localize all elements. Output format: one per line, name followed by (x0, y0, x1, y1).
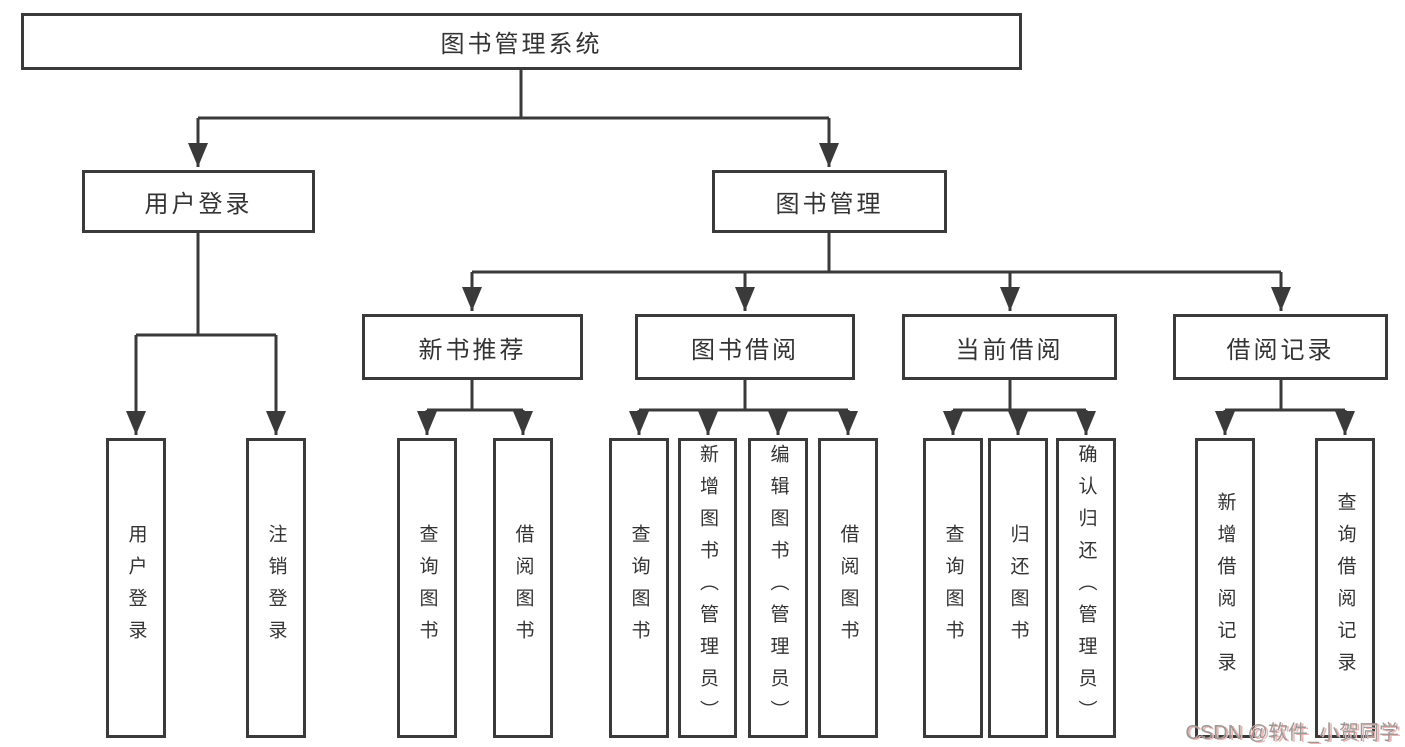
watermark: CSDN @软件_小贺同学 (1185, 722, 1399, 744)
node-book-management: 图书管理 (712, 170, 947, 233)
leaf-return-book-label: 归还图书 (1007, 524, 1029, 652)
leaf-edit-book-admin: 编辑图书（管理员） (748, 438, 808, 738)
leaf-return-book: 归还图书 (988, 438, 1048, 738)
node-current-borrow: 当前借阅 (902, 314, 1117, 380)
node-new-book-recommend-label: 新书推荐 (418, 336, 527, 364)
leaf-confirm-return-admin: 确认归还（管理员） (1056, 438, 1116, 738)
connector-new-book-subtree (417, 380, 533, 435)
leaf-query-borrow-record-label: 查询借阅记录 (1334, 492, 1356, 684)
leaf-query-book-borrow: 查询图书 (609, 438, 669, 738)
leaf-add-borrow-record-label: 新增借阅记录 (1214, 492, 1236, 684)
connector-book-borrow-subtree (629, 380, 858, 435)
leaf-add-book-admin: 新增图书（管理员） (678, 438, 737, 738)
leaf-user-login-label: 用户登录 (125, 524, 147, 652)
node-book-borrow-label: 图书借阅 (691, 336, 799, 364)
leaf-query-book-recommend-label: 查询图书 (416, 524, 438, 652)
node-book-borrow: 图书借阅 (635, 314, 855, 380)
node-root-label: 图书管理系统 (440, 31, 603, 58)
leaf-add-book-admin-label: 新增图书（管理员） (697, 444, 718, 732)
leaf-query-book-borrow-label: 查询图书 (628, 524, 650, 652)
leaf-logout-label: 注销登录 (265, 524, 287, 652)
node-new-book-recommend: 新书推荐 (362, 314, 583, 380)
leaf-edit-book-admin-label: 编辑图书（管理员） (767, 444, 789, 732)
node-user-login: 用户登录 (82, 170, 315, 233)
leaf-borrow-book-recommend: 借阅图书 (493, 438, 553, 738)
node-user-login-label: 用户登录 (144, 191, 253, 218)
connector-current-borrow-subtree (943, 380, 1096, 435)
leaf-add-borrow-record: 新增借阅记录 (1195, 438, 1255, 738)
node-current-borrow-label: 当前借阅 (955, 336, 1064, 364)
leaf-query-book-current: 查询图书 (923, 438, 983, 738)
connector-borrow-record-subtree (1215, 380, 1355, 435)
connector-root-to-level2 (188, 70, 839, 167)
node-borrow-record-label: 借阅记录 (1226, 336, 1335, 364)
connector-book-management-to-groups (462, 233, 1291, 311)
node-book-management-label: 图书管理 (775, 191, 884, 218)
leaf-confirm-return-admin-label: 确认归还（管理员） (1075, 444, 1097, 732)
node-borrow-record: 借阅记录 (1173, 314, 1388, 380)
leaf-borrow-book: 借阅图书 (818, 438, 878, 738)
leaf-user-login: 用户登录 (106, 438, 166, 738)
leaf-logout: 注销登录 (246, 438, 306, 738)
leaf-query-borrow-record: 查询借阅记录 (1315, 438, 1375, 738)
leaf-query-book-current-label: 查询图书 (942, 524, 964, 652)
node-root: 图书管理系统 (21, 13, 1022, 70)
connector-user-login-subtree (126, 233, 286, 435)
leaf-borrow-book-recommend-label: 借阅图书 (512, 524, 534, 652)
leaf-query-book-recommend: 查询图书 (397, 438, 457, 738)
leaf-borrow-book-label: 借阅图书 (837, 524, 859, 652)
